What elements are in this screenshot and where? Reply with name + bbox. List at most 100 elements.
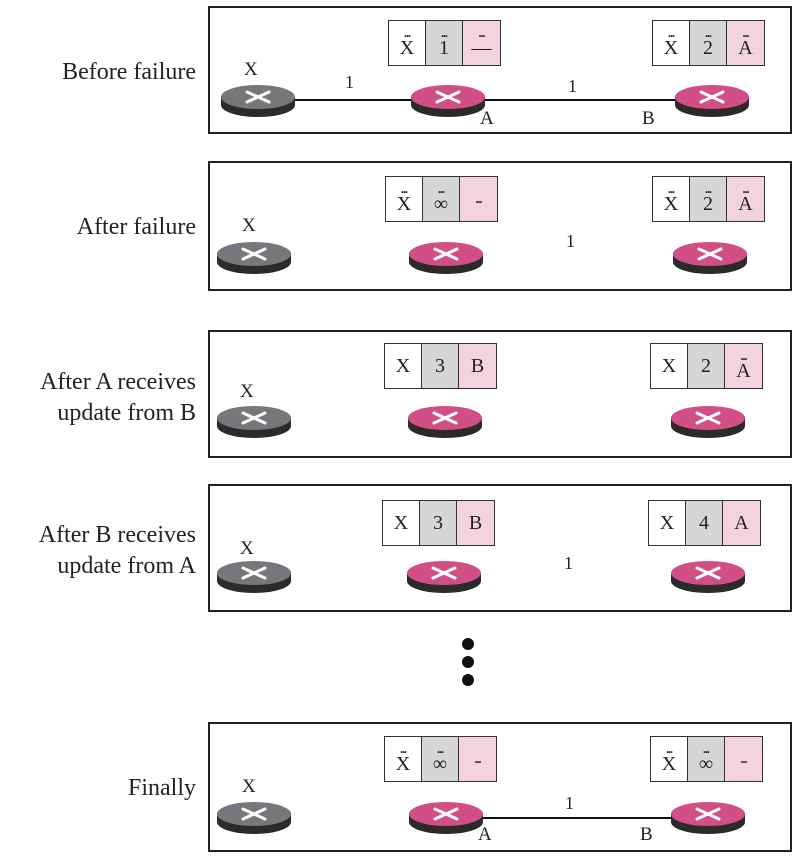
- next-hop-value: A: [734, 512, 749, 534]
- table-a-cost-cell: 3: [422, 344, 459, 388]
- dots: ...: [401, 181, 408, 196]
- table-a-dest-cell: ...X: [386, 177, 423, 221]
- routing-table-a: ...X ...∞ ...: [384, 736, 497, 782]
- node-label-x: X: [240, 381, 254, 402]
- table-b-dest-cell: ...X: [653, 21, 690, 65]
- cost-value: 3: [433, 512, 443, 534]
- next-hop-value: B: [468, 512, 483, 534]
- table-b-dest-cell: ...X: [653, 177, 690, 221]
- table-b-cost-cell: ...2: [690, 21, 727, 65]
- cost-value: 4: [699, 512, 709, 534]
- table-b-dest-cell: X: [651, 344, 688, 388]
- table-a-dest-cell: X: [385, 344, 422, 388]
- table-a-next-hop-cell: ...: [460, 177, 497, 221]
- dots: ...: [668, 25, 675, 40]
- ellipsis-dot-3: [462, 674, 474, 686]
- dots: ...: [740, 348, 748, 363]
- table-a-next-hop-cell: B: [459, 344, 496, 388]
- stage-label-a-receives-line-1: After A receives: [40, 369, 196, 395]
- router-a-icon: [409, 242, 483, 274]
- dest-value: X: [661, 752, 677, 775]
- table-b-cost-cell: 2: [688, 344, 725, 388]
- dest-value: X: [396, 192, 412, 215]
- ellipsis-dot-2: [462, 656, 474, 668]
- panel-finally: ...X ...∞ ... ...X ...∞ ... X 1 A B: [208, 722, 792, 852]
- stage-label-b-receives-line-2: update from A: [57, 553, 196, 579]
- table-a-cost-cell: 3: [420, 501, 457, 545]
- table-b-dest-cell: X: [649, 501, 686, 545]
- routing-table-b: ...X ...2 ...A: [652, 176, 765, 222]
- dots: ...: [474, 751, 482, 766]
- link-cost-a-b: 1: [566, 231, 575, 251]
- dest-value: X: [659, 512, 675, 534]
- table-b-next-hop-cell: ...A: [727, 177, 764, 221]
- table-a-dest-cell: ...X: [385, 737, 422, 781]
- cost-value: ∞: [698, 752, 714, 775]
- next-hop-value: A: [738, 36, 753, 59]
- dots: ...: [705, 25, 712, 40]
- node-label-x: X: [240, 538, 254, 559]
- table-a-cost-cell: ...∞: [422, 737, 459, 781]
- routing-table-a: X 3 B: [384, 343, 497, 389]
- node-label-a: A: [478, 824, 492, 845]
- stage-label-before-failure: Before failure: [62, 59, 196, 85]
- table-a-next-hop-cell: ...: [459, 737, 496, 781]
- table-b-cost-cell: 4: [686, 501, 723, 545]
- next-hop-value: A: [738, 192, 753, 215]
- table-a-dest-cell: X: [383, 501, 420, 545]
- node-label-x: X: [242, 215, 256, 236]
- table-b-cost-cell: ...2: [690, 177, 727, 221]
- node-label-x: X: [242, 776, 256, 797]
- dots: ...: [400, 741, 407, 756]
- dots: ...: [437, 741, 444, 756]
- table-b-dest-cell: ...X: [651, 737, 688, 781]
- link-x-a: [282, 99, 422, 101]
- table-a-next-hop-cell: B: [457, 501, 494, 545]
- node-label-a: A: [480, 108, 494, 129]
- stage-label-after-failure: After failure: [76, 214, 196, 240]
- router-x-icon: [217, 242, 291, 274]
- dots: ...: [740, 751, 748, 766]
- cost-value: ∞: [432, 752, 448, 775]
- dest-value: X: [661, 355, 677, 377]
- table-b-next-hop-cell: ...: [725, 737, 762, 781]
- panel-after-b-receives-update: X 3 B X 4 A X 1: [208, 484, 792, 612]
- node-label-b: B: [642, 108, 655, 129]
- link-cost-a-b: 1: [564, 553, 573, 573]
- dots: ...: [668, 181, 675, 196]
- dots: ...: [404, 25, 411, 40]
- table-a-next-hop-cell: ...—: [463, 21, 500, 65]
- panel-after-failure: ...X ...∞ ... ...X ...2 ...A X 1: [208, 161, 792, 291]
- cost-value: 2: [701, 355, 711, 377]
- dots: ...: [703, 741, 710, 756]
- dest-value: X: [393, 512, 409, 534]
- router-b-icon: [673, 242, 747, 274]
- dots: ...: [441, 25, 448, 40]
- dots: ...: [438, 181, 445, 196]
- router-a-icon: [407, 561, 481, 593]
- router-b-icon: [671, 802, 745, 834]
- cost-value: 2: [703, 36, 713, 59]
- table-a-dest-cell: ...X: [389, 21, 426, 65]
- dest-value: X: [395, 752, 411, 775]
- link-a-b: [462, 99, 692, 101]
- routing-table-b: ...X ...2 ...A: [652, 20, 765, 66]
- table-b-next-hop-cell: ...A: [727, 21, 764, 65]
- dots: ...: [475, 191, 483, 206]
- router-b-icon: [675, 85, 749, 117]
- routing-table-a: ...X ...1 ...—: [388, 20, 501, 66]
- router-a-icon: [409, 802, 483, 834]
- cost-value: 2: [703, 192, 713, 215]
- dest-value: X: [399, 36, 415, 59]
- link-a-b: [460, 817, 690, 819]
- router-b-icon: [671, 561, 745, 593]
- next-hop-value: —: [471, 36, 492, 59]
- panel-after-a-receives-update: X 3 B X 2 ...A X: [208, 330, 792, 458]
- dots: ...: [705, 181, 712, 196]
- router-x-icon: [217, 561, 291, 593]
- ellipsis-dot-1: [462, 638, 474, 650]
- node-label-b: B: [640, 824, 653, 845]
- link-cost-x-a: 1: [345, 72, 354, 92]
- dest-value: X: [663, 36, 679, 59]
- next-hop-value: B: [470, 355, 485, 377]
